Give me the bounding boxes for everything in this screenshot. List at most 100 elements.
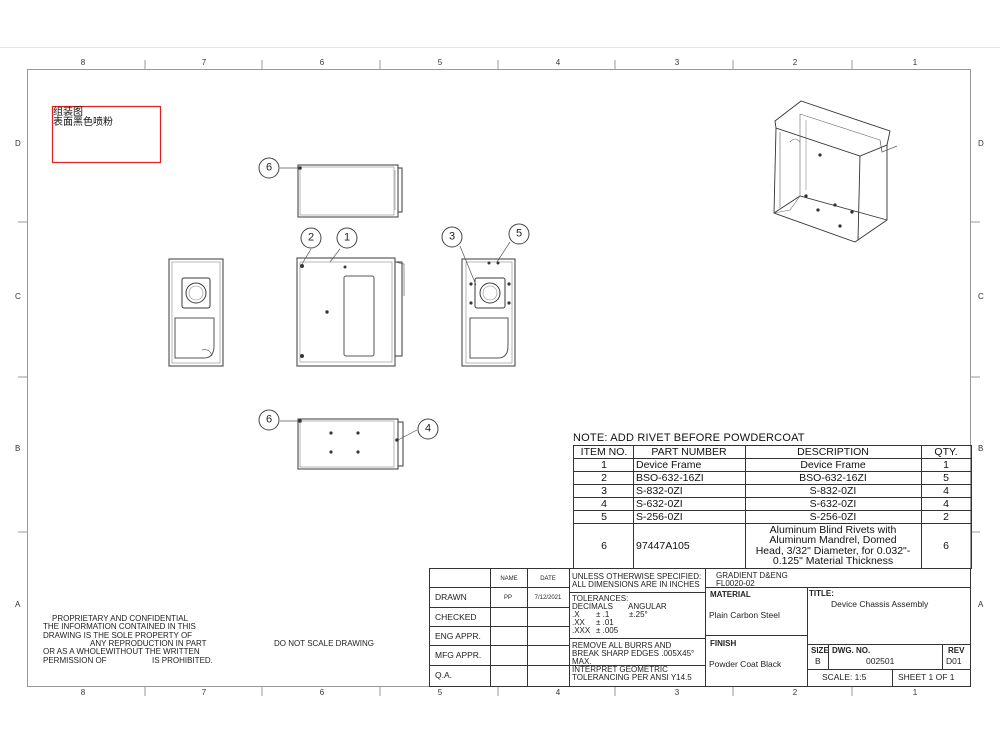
project-code: FL0020-02 — [716, 579, 755, 588]
tolerance-xx: .XX — [572, 618, 585, 627]
assembly-note-line: 组装图 — [53, 107, 83, 118]
unless-specified: UNLESS OTHERWISE SPECIFIED: — [572, 572, 702, 581]
bom-item-no: 4 — [601, 498, 607, 510]
rev-label: REV — [948, 646, 965, 655]
burr-note-line: MAX. — [572, 657, 592, 666]
zone-col-label: 3 — [674, 58, 680, 67]
zone-row-label: B — [978, 444, 984, 453]
bom-table-grid — [573, 445, 972, 569]
tolerance-xxx: .XXX — [572, 626, 591, 635]
proprietary-line: OR AS A WHOLEWITHOUT THE WRITTEN — [43, 647, 200, 656]
mfg-appr-label: MFG APPR. — [435, 650, 482, 660]
bom-item-no: 5 — [601, 511, 607, 523]
zone-row-label: A — [15, 600, 21, 609]
burr-note-line: BREAK SHARP EDGES .005X45° — [572, 649, 695, 658]
balloon-item-6: 6 — [265, 161, 273, 174]
tolerances-title: TOLERANCES: — [572, 594, 629, 603]
material-value: Plain Carbon Steel — [709, 610, 780, 620]
bom-qty: 1 — [943, 459, 949, 471]
balloon-item-1: 1 — [343, 231, 351, 244]
zone-row-label: D — [15, 139, 21, 148]
balloon-item-6: 6 — [265, 413, 273, 426]
finish-note-line: 表面黑色喷粉 — [53, 117, 113, 128]
balloon-item-2: 2 — [307, 231, 315, 244]
zone-row-label: A — [978, 600, 984, 609]
tolerance-decimals: DECIMALS — [572, 602, 613, 611]
zone-col-label: 6 — [319, 58, 325, 67]
title-label: TITLE: — [809, 589, 834, 598]
bom-qty: 6 — [943, 540, 949, 552]
tolerance-angle-value: ±.25° — [629, 610, 648, 619]
bom-header-qty: QTY. — [934, 446, 958, 458]
bom-header-item: ITEM NO. — [580, 446, 628, 458]
bom-qty: 5 — [943, 472, 949, 484]
tolerance-x-value: ± .1 — [596, 610, 610, 619]
tolerance-xx-value: ± .01 — [596, 618, 614, 627]
sheet-value: SHEET 1 OF 1 — [898, 672, 955, 682]
zone-col-label: 1 — [912, 58, 918, 67]
zone-row-label: C — [15, 292, 21, 301]
finish-value: Powder Coat Black — [709, 659, 782, 669]
zone-col-label: 3 — [674, 688, 680, 697]
bom-qty: 4 — [943, 498, 949, 510]
zone-col-label: 7 — [201, 58, 207, 67]
bom-description: S-832-0ZI — [809, 485, 857, 497]
zone-col-label: 2 — [792, 58, 798, 67]
top-view — [280, 164, 403, 218]
zone-col-label: 5 — [437, 58, 443, 67]
bottom-view — [280, 418, 418, 470]
zone-col-label: 4 — [555, 58, 561, 67]
bom-description-line: Head, 3/32" Diameter, for 0.032"- — [755, 545, 911, 557]
bom-header-desc: DESCRIPTION — [797, 446, 869, 458]
bom-item-no: 6 — [601, 540, 607, 552]
bom-note: NOTE: ADD RIVET BEFORE POWDERCOAT — [573, 432, 805, 444]
bom-description: S-256-0ZI — [809, 511, 857, 523]
proprietary-line: ANY REPRODUCTION IN PART — [90, 639, 207, 648]
left-side-view — [168, 258, 224, 367]
interpret-note-line: INTERPRET GEOMETRIC — [572, 665, 668, 674]
front-view — [296, 248, 405, 367]
col-name-header: NAME — [500, 576, 518, 582]
dwg-no-value: 002501 — [866, 656, 895, 666]
burr-note-line: REMOVE ALL BURRS AND — [572, 641, 672, 650]
bom-description-line: 0.125" Material Thickness — [772, 555, 894, 567]
proprietary-line: PERMISSION OF — [43, 656, 107, 665]
interpret-note-line: TOLERANCING PER ANSI Y14.5 — [572, 673, 692, 682]
bom-description-line: Aluminum Mandrel, Domed — [769, 534, 897, 546]
size-label: SIZE — [811, 646, 829, 655]
tolerance-x: .X — [572, 610, 580, 619]
rev-value: D01 — [946, 656, 962, 666]
qa-label: Q.A. — [435, 670, 453, 680]
drawn-name: PP — [503, 595, 513, 601]
bom-part-number: S-256-0ZI — [636, 511, 683, 523]
bom-description: Device Frame — [800, 459, 866, 471]
tolerance-angular: ANGULAR — [628, 602, 667, 611]
zone-col-label: 7 — [201, 688, 207, 697]
balloon-item-5: 5 — [515, 227, 523, 240]
tolerance-xxx-value: ± .005 — [596, 626, 619, 635]
proprietary-line: IS PROHIBITED. — [152, 656, 213, 665]
annotation-highlight-box — [51, 105, 162, 164]
bom-part-number: S-632-0ZI — [636, 498, 683, 510]
bom-description: S-632-0ZI — [809, 498, 857, 510]
proprietary-line: PROPRIETARY AND CONFIDENTIAL — [52, 614, 189, 623]
bom-qty: 2 — [943, 511, 949, 523]
finish-label: FINISH — [710, 639, 737, 648]
bom-header-part: PART NUMBER — [651, 446, 727, 458]
title-block-grid — [429, 568, 971, 687]
balloon-circles — [258, 157, 530, 440]
bom-description-line: Aluminum Blind Rivets with — [769, 524, 897, 536]
drawing-title: Device Chassis Assembly — [831, 599, 929, 609]
zone-ticks — [18, 60, 980, 696]
proprietary-line: THE INFORMATION CONTAINED IN THIS — [43, 622, 196, 631]
do-not-scale-note: DO NOT SCALE DRAWING — [274, 639, 375, 648]
zone-col-label: 8 — [80, 58, 86, 67]
bom-qty: 4 — [943, 485, 949, 497]
bom-part-number: S-832-0ZI — [636, 485, 683, 497]
zone-row-label: B — [15, 444, 21, 453]
zone-row-label: C — [978, 292, 984, 301]
bom-description: BSO-632-16ZI — [799, 472, 867, 484]
bom-item-no: 2 — [601, 472, 607, 484]
size-value: B — [815, 656, 821, 666]
